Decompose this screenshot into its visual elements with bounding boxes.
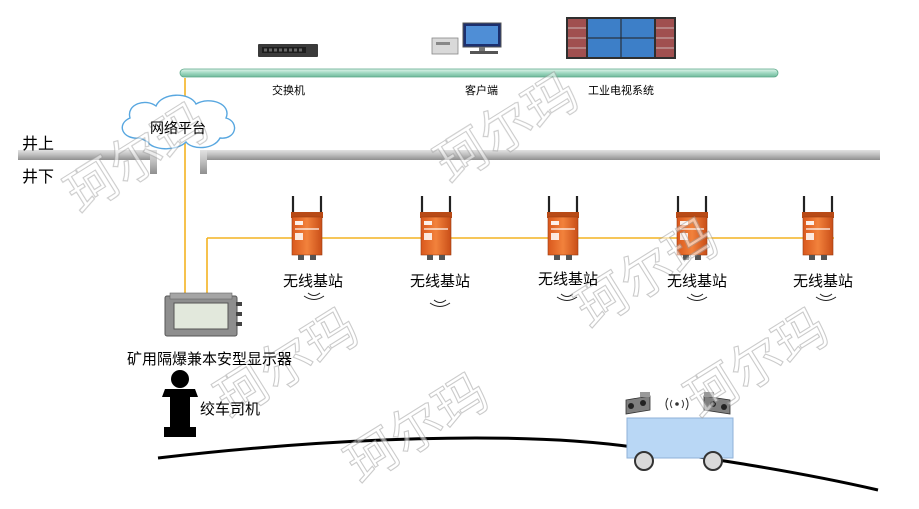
base-station-label: 无线基站 [793, 272, 854, 290]
base-station-3-icon [545, 194, 581, 262]
network-cloud-icon [121, 94, 236, 150]
shaft-rail-end [200, 150, 207, 174]
shaft-rail [18, 150, 156, 160]
base-station-5-icon [800, 194, 836, 262]
base-station-label: 无线基站 [667, 272, 728, 290]
svg-text:珂尔玛: 珂尔玛 [335, 362, 499, 496]
base-station-1-icon [289, 194, 325, 262]
operator-label: 绞车司机 [200, 400, 261, 418]
client-label: 客户端 [465, 84, 498, 97]
cart-wireless-icon [665, 397, 689, 411]
base-station-label: 无线基站 [283, 272, 344, 290]
base-station-2-icon [418, 194, 454, 262]
display-unit-label: 矿用隔爆兼本安型显示器 [127, 350, 293, 368]
hoist-driver-icon [162, 370, 198, 437]
shaft-rail [203, 150, 880, 160]
switch-icon [258, 44, 318, 57]
cctv-wall-icon [566, 17, 676, 59]
explosion-proof-display-icon [164, 292, 242, 337]
ground-track [157, 436, 879, 492]
shaft-rail-end [150, 150, 157, 174]
network-bus [179, 68, 779, 78]
mine-cart-icon [626, 417, 734, 471]
onboard-camera-icon [703, 392, 731, 415]
zone-label-above: 井上 [22, 134, 55, 153]
wireless-signal-icon [815, 293, 837, 301]
svg-text:珂尔玛: 珂尔玛 [675, 297, 839, 431]
svg-text:珂尔玛: 珂尔玛 [425, 62, 589, 196]
switch-label: 交换机 [272, 84, 305, 97]
base-station-label: 无线基站 [410, 272, 471, 290]
onboard-camera-icon [625, 392, 651, 415]
wireless-signal-icon [429, 299, 451, 307]
client-computer-icon [431, 22, 502, 55]
wireless-signal-icon [686, 293, 708, 301]
cctv-label: 工业电视系统 [588, 84, 654, 97]
zone-label-below: 井下 [22, 167, 55, 186]
network-platform-label: 网络平台 [150, 121, 206, 137]
wireless-signal-icon [303, 292, 325, 300]
base-station-label: 无线基站 [538, 270, 599, 288]
